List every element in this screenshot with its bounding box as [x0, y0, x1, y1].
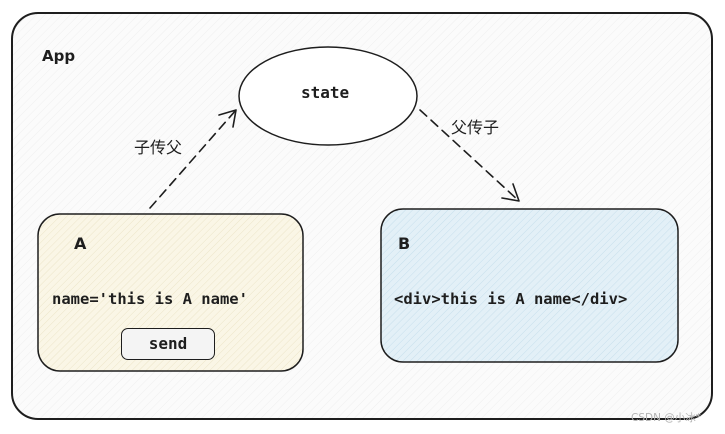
state-label: state — [301, 83, 350, 102]
state-node — [238, 46, 418, 146]
arrow-child-to-parent — [149, 109, 237, 209]
edge-label-child-to-parent: 子传父 — [134, 138, 183, 157]
component-a-value: name='this is A name' — [52, 290, 248, 308]
app-title: App — [42, 47, 76, 65]
component-a-title: A — [74, 234, 87, 253]
watermark: CSDN @小冰* — [631, 412, 702, 424]
send-button[interactable]: send — [121, 328, 215, 360]
edge-label-parent-to-child: 父传子 — [451, 118, 500, 137]
component-b-content: <div>this is A name</div> — [394, 290, 628, 308]
component-b-box — [380, 208, 679, 363]
component-a-box — [37, 213, 304, 372]
arrow-parent-to-child — [419, 109, 520, 202]
component-b-title: B — [398, 234, 411, 253]
